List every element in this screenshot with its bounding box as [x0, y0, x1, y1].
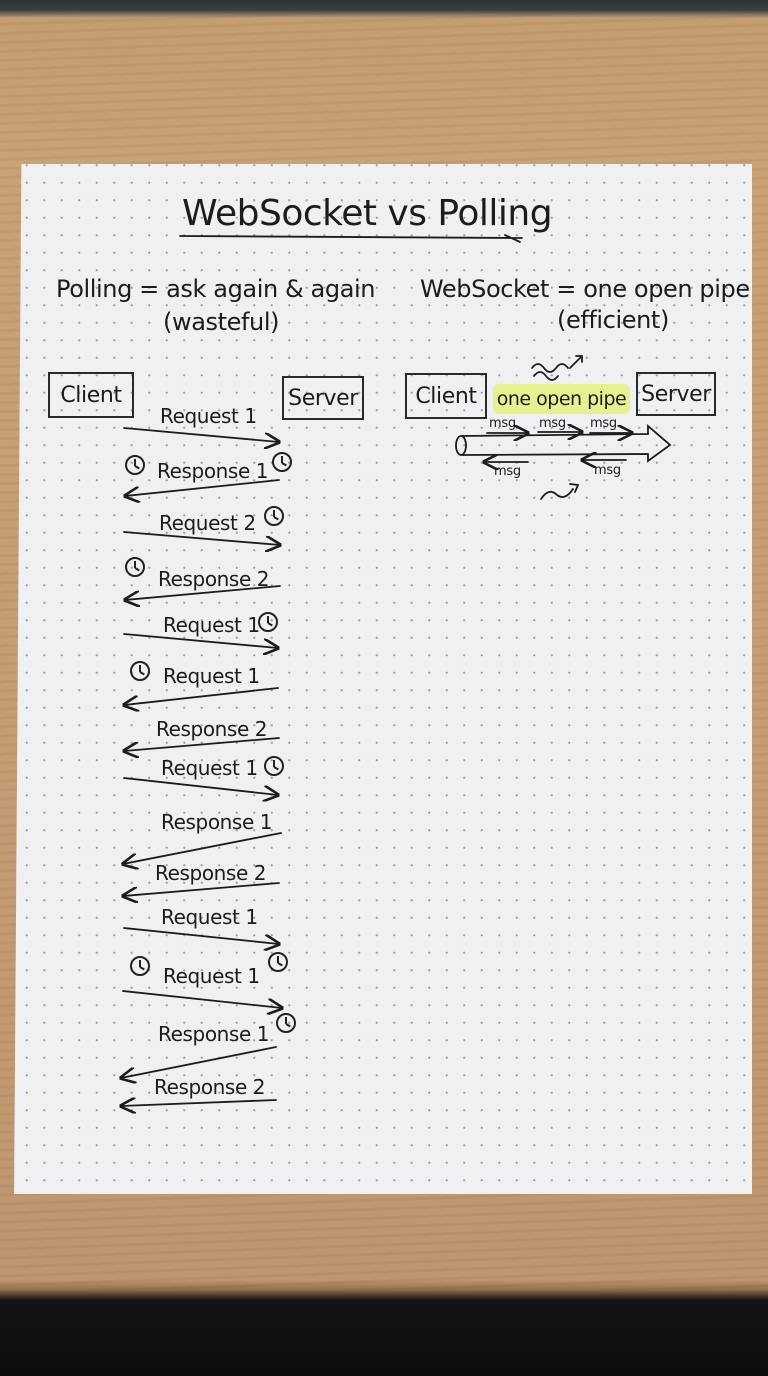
- websocket-server-box: Server: [636, 372, 716, 416]
- polling-msg-7: Response 2: [156, 717, 268, 741]
- polling-heading: Polling = ask again & again: [56, 275, 376, 303]
- polling-server-box: Server: [282, 376, 364, 420]
- page-title: WebSocket vs Polling: [182, 193, 553, 234]
- polling-msg-3: Request 2: [159, 511, 256, 535]
- polling-msg-11: Request 1: [161, 905, 258, 929]
- pipe-label-highlight: one open pipe: [493, 384, 630, 414]
- clock-icon: [276, 1013, 296, 1033]
- polling-msg-14: Response 2: [154, 1075, 266, 1099]
- clock-icon: [264, 756, 284, 776]
- polling-note: (wasteful): [163, 308, 280, 336]
- polling-msg-6: Request 1: [163, 664, 260, 688]
- pipe-msg-bottom-2: msg: [594, 463, 621, 478]
- clock-icon: [272, 452, 292, 472]
- websocket-heading: WebSocket = one open pipe: [420, 275, 750, 303]
- websocket-note: (efficient): [557, 306, 669, 334]
- polling-msg-9: Response 1: [161, 810, 273, 834]
- clock-icon: [264, 506, 284, 526]
- pipe-msg-bottom-1: msg: [494, 464, 521, 479]
- clock-icon: [125, 455, 145, 475]
- clock-icon: [130, 661, 150, 681]
- polling-msg-4: Response 2: [158, 567, 270, 591]
- polling-msg-1: Request 1: [160, 404, 257, 428]
- websocket-client-box: Client: [405, 373, 487, 419]
- clock-icon: [258, 612, 278, 632]
- pipe-msg-top-3: msg: [590, 416, 617, 431]
- pipe-msg-top-2: msg: [539, 416, 566, 431]
- polling-msg-10: Response 2: [155, 861, 267, 885]
- pipe-msg-top-1: msg: [489, 416, 516, 431]
- clock-icon: [268, 952, 288, 972]
- polling-client-box: Client: [48, 372, 134, 418]
- polling-msg-8: Request 1: [161, 756, 258, 780]
- polling-msg-13: Response 1: [158, 1022, 270, 1046]
- clock-icon: [125, 557, 145, 577]
- polling-msg-12: Request 1: [163, 964, 260, 988]
- clock-icon: [130, 956, 150, 976]
- polling-msg-5: Request 1: [163, 613, 260, 637]
- polling-msg-2: Response 1: [157, 459, 269, 483]
